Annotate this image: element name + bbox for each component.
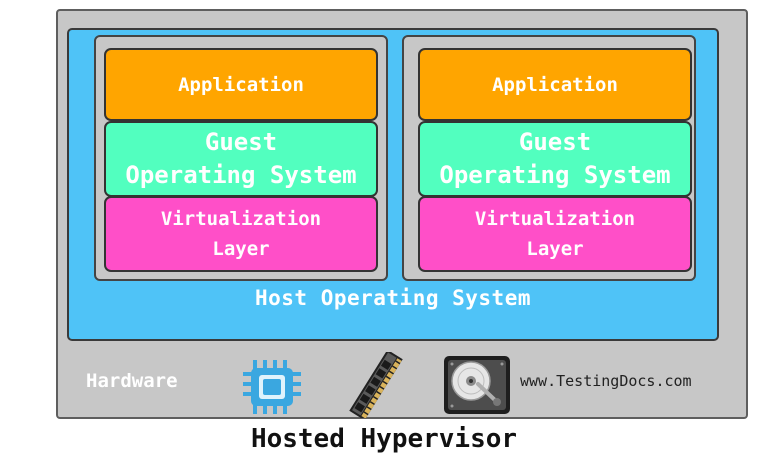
hardware-label: Hardware: [86, 370, 178, 392]
guest-os-layer-right: Guest Operating System: [418, 121, 692, 197]
guest-os-label-line2: Operating System: [439, 161, 671, 189]
guest-os-label-line1: Guest: [518, 128, 592, 156]
hard-disk-icon: [444, 356, 510, 414]
virtualization-label-line2: Layer: [526, 238, 584, 260]
guest-os-label-line2: Operating System: [125, 161, 357, 189]
virtualization-layer-right: Virtualization Layer: [418, 196, 692, 272]
ram-icon: [349, 352, 403, 418]
diagram-title: Hosted Hypervisor: [250, 424, 518, 454]
cpu-icon: [243, 360, 301, 414]
host-os-label: Host Operating System: [254, 286, 531, 310]
virtualization-label-line1: Virtualization: [160, 208, 322, 230]
virtualization-label-line1: Virtualization: [474, 208, 636, 230]
virtualization-label-line2: Layer: [212, 238, 270, 260]
application-layer-left: Application: [104, 48, 378, 121]
guest-os-layer-left: Guest Operating System: [104, 121, 378, 197]
application-label: Application: [492, 73, 618, 96]
guest-os-label-line1: Guest: [204, 128, 278, 156]
website-label: www.TestingDocs.com: [520, 372, 692, 390]
application-layer-right: Application: [418, 48, 692, 121]
application-label: Application: [178, 73, 304, 96]
virtualization-layer-left: Virtualization Layer: [104, 196, 378, 272]
